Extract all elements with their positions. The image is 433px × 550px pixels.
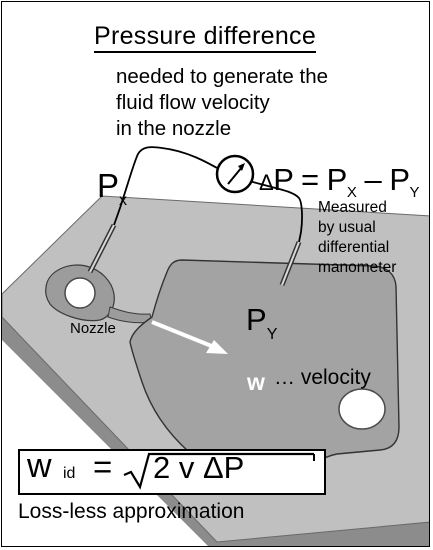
description-text: needed to generate the fluid flow veloci… — [116, 64, 328, 142]
measured-line: by usual — [318, 219, 376, 236]
measured-line: differential — [318, 239, 390, 256]
tap-x-inner — [89, 224, 115, 273]
footer-caption: Loss-less approximation — [18, 500, 245, 523]
delta-symbol: Δ — [259, 170, 274, 195]
gauge-needle-tip — [238, 163, 245, 171]
right-hole — [338, 388, 386, 430]
diagram-title: Pressure difference — [94, 22, 317, 53]
eq-minus: – — [356, 162, 390, 197]
velocity-arrow-head — [206, 340, 228, 354]
tap-y-inner — [281, 241, 300, 286]
py-label: PY — [246, 302, 277, 344]
eq-p2: P — [389, 162, 410, 197]
velocity-label: … velocity — [274, 366, 371, 389]
eq-lhs: P — [273, 162, 293, 197]
py-sub: Y — [266, 326, 278, 343]
description-line: needed to generate the — [116, 65, 329, 88]
formula-w: w — [27, 447, 52, 485]
left-hole — [64, 277, 96, 309]
eq-p2-sub: Y — [409, 184, 420, 201]
pressure-equation: ΔP = PX – PY — [259, 162, 420, 201]
nozzle-plate-illustration — [2, 146, 429, 546]
wire-left — [113, 146, 225, 226]
measured-line: manometer — [318, 259, 397, 276]
formula-equals: = — [93, 448, 113, 485]
nozzle-label: Nozzle — [70, 320, 116, 337]
formula-expression: 2 v ΔP — [153, 450, 245, 485]
wire-right — [245, 179, 303, 243]
description-line: in the nozzle — [116, 117, 232, 140]
eq-equals: = — [292, 162, 327, 197]
px-label: Px — [97, 167, 127, 210]
px-main: P — [97, 167, 120, 204]
formula-box: w id = 2 v ΔP — [18, 447, 326, 495]
measured-note: Measured by usual differential manometer — [318, 198, 396, 278]
gauge-needle — [227, 166, 243, 185]
velocity-arrow-shaft — [151, 320, 215, 349]
eq-p1: P — [326, 162, 348, 197]
sqrt-icon — [123, 452, 315, 490]
description-line: fluid flow velocity — [116, 91, 270, 114]
measured-line: Measured — [318, 199, 387, 216]
py-main: P — [246, 302, 267, 337]
formula-w-sub: id — [63, 465, 76, 482]
eq-p1-sub: X — [346, 184, 357, 201]
px-sub: x — [119, 192, 128, 209]
velocity-symbol: w — [247, 369, 265, 395]
